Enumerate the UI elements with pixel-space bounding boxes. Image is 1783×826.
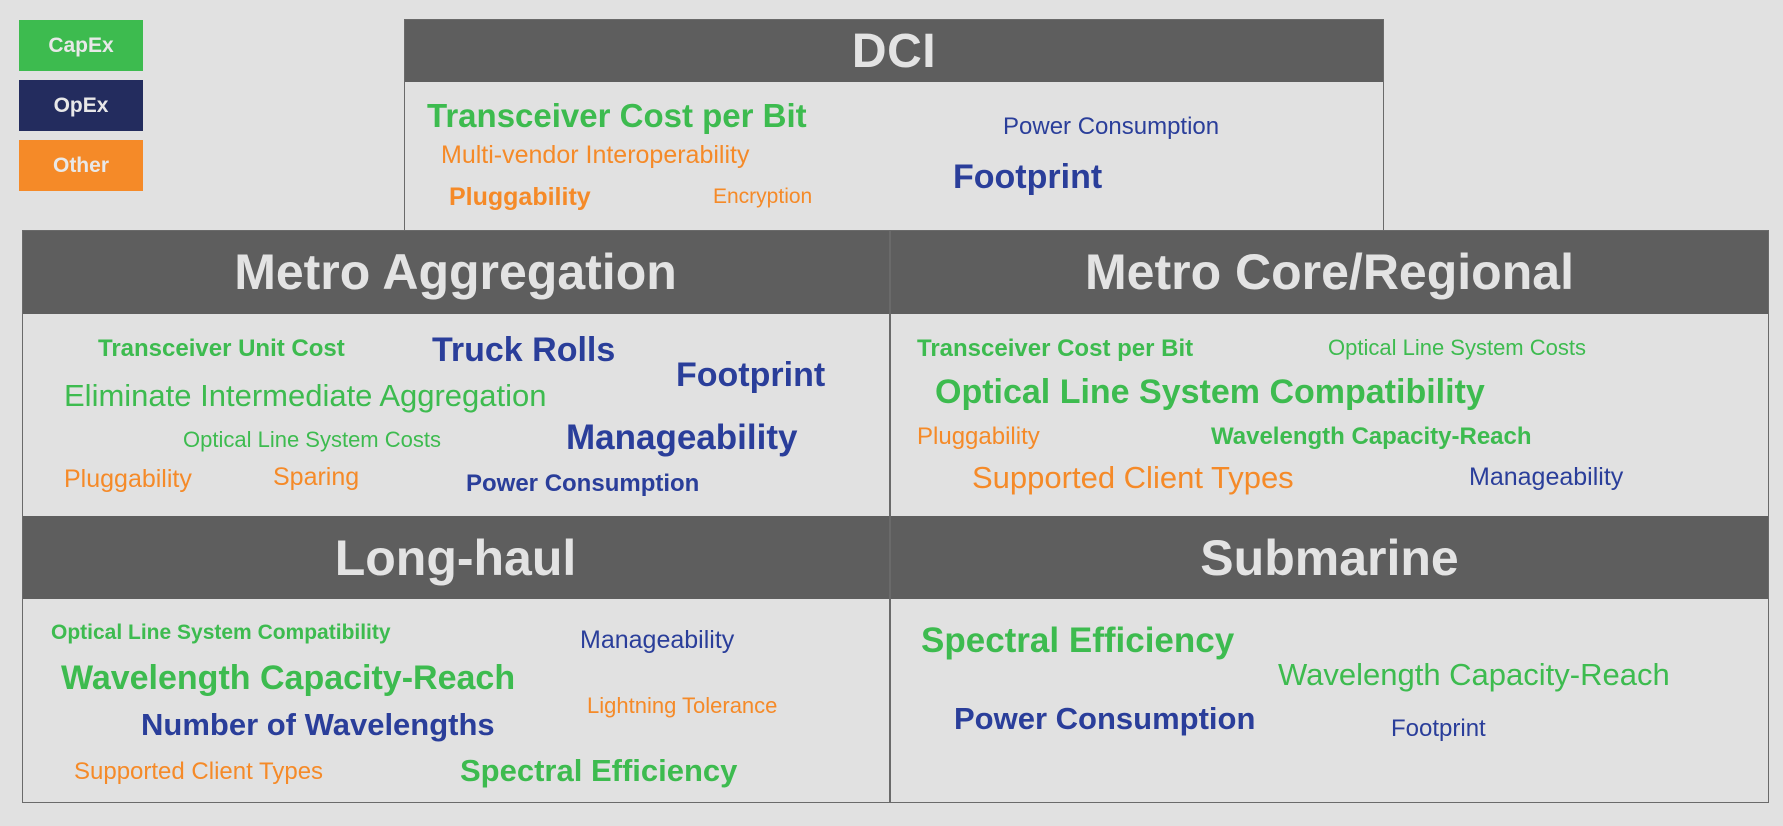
word: Multi-vendor Interoperability: [441, 141, 750, 169]
word: Wavelength Capacity-Reach: [61, 659, 516, 697]
word: Encryption: [713, 185, 813, 208]
word: Pluggability: [64, 465, 192, 493]
word: Power Consumption: [1003, 113, 1220, 140]
word: Footprint: [676, 356, 826, 394]
word: Optical Line System Compatibility: [935, 373, 1485, 411]
segment-metro-aggregation-title: Metro Aggregation: [234, 244, 677, 300]
legend-capex: CapEx: [19, 20, 143, 71]
word: Transceiver Cost per Bit: [917, 335, 1194, 362]
word: Footprint: [1391, 715, 1486, 742]
segment-grid: [22, 230, 1769, 803]
word: Wavelength Capacity-Reach: [1211, 423, 1532, 450]
word: Manageability: [580, 626, 735, 654]
word: Spectral Efficiency: [921, 621, 1235, 660]
word: Supported Client Types: [972, 460, 1294, 495]
word: Spectral Efficiency: [460, 753, 738, 788]
word: Footprint: [953, 158, 1103, 196]
legend-opex: OpEx: [19, 80, 143, 131]
word: Wavelength Capacity-Reach: [1278, 657, 1670, 692]
word: Manageability: [566, 418, 798, 457]
segment-dci-title: DCI: [405, 20, 1383, 82]
word: Pluggability: [917, 423, 1040, 450]
word: Sparing: [273, 463, 360, 491]
word: Transceiver Cost per Bit: [427, 97, 807, 134]
segment-metro-core-title: Metro Core/Regional: [1085, 244, 1574, 300]
segment-long-haul-title: Long-haul: [334, 530, 577, 586]
word: Supported Client Types: [74, 758, 324, 785]
word: Manageability: [1469, 463, 1624, 491]
word: Optical Line System Costs: [183, 427, 441, 452]
word: Pluggability: [449, 183, 591, 211]
word: Lightning Tolerance: [587, 693, 778, 718]
word: Truck Rolls: [432, 331, 616, 369]
legend-other: Other: [19, 140, 143, 191]
word: Transceiver Unit Cost: [98, 335, 345, 362]
word: Optical Line System Compatibility: [51, 621, 391, 644]
word: Eliminate Intermediate Aggregation: [64, 378, 547, 413]
word: Power Consumption: [954, 701, 1256, 736]
row1-header-band: [23, 231, 1768, 314]
row2-header-band: [23, 516, 1768, 599]
column-divider: [889, 230, 891, 803]
word: Optical Line System Costs: [1328, 335, 1586, 360]
word: Number of Wavelengths: [141, 707, 495, 742]
word: Power Consumption: [466, 470, 700, 497]
segment-dci: DCI Transceiver Cost per Bit Multi-vendo…: [404, 19, 1384, 231]
segment-submarine-title: Submarine: [1200, 530, 1459, 586]
